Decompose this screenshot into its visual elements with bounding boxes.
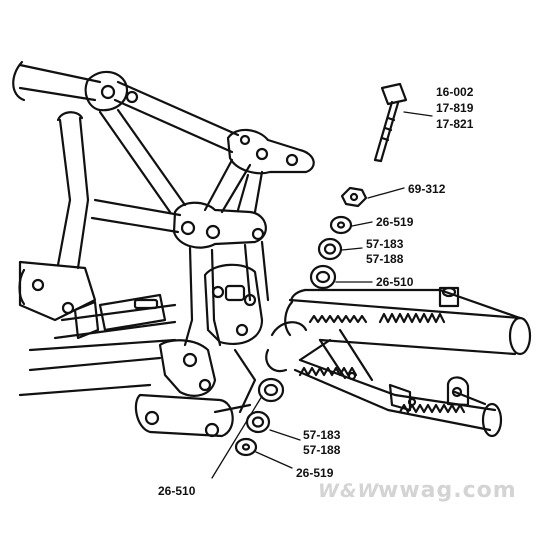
label-bushing-57-188-bottom: 57-188 [303,443,341,457]
washer-26-519-bottom [234,437,258,457]
label-spacer-26-510-bottom: 26-510 [158,484,196,498]
label-spacer-26-510-top: 26-510 [376,275,414,289]
label-washer-26-519-top: 26-519 [376,215,414,229]
motorcycle-frame [12,60,315,438]
leader-lines [211,111,433,479]
label-bolt-17-821: 17-821 [436,117,474,131]
watermark-site: wwag.com [378,478,517,503]
label-washer-26-519-bottom: 26-519 [296,466,334,480]
watermark-logo: W&W [318,480,380,502]
label-bushing-57-188-top: 57-188 [366,252,404,266]
bushing-57-183-top [317,237,343,261]
washer-26-519-top [329,215,353,235]
label-bolt-17-819: 17-819 [436,101,474,115]
label-bushing-57-183-bottom: 57-183 [303,428,341,442]
bushing-57-183-bottom [245,410,271,434]
spacer-26-510-bottom [257,377,285,403]
label-bushing-57-183-top: 57-183 [366,237,404,251]
nut-69-312 [340,186,368,208]
label-nut-69-312: 69-312 [408,182,446,196]
swingarm [265,286,532,438]
pivot-bolt [373,82,408,163]
label-bolt-16-002: 16-002 [436,85,474,99]
spacer-26-510-top [309,264,337,290]
